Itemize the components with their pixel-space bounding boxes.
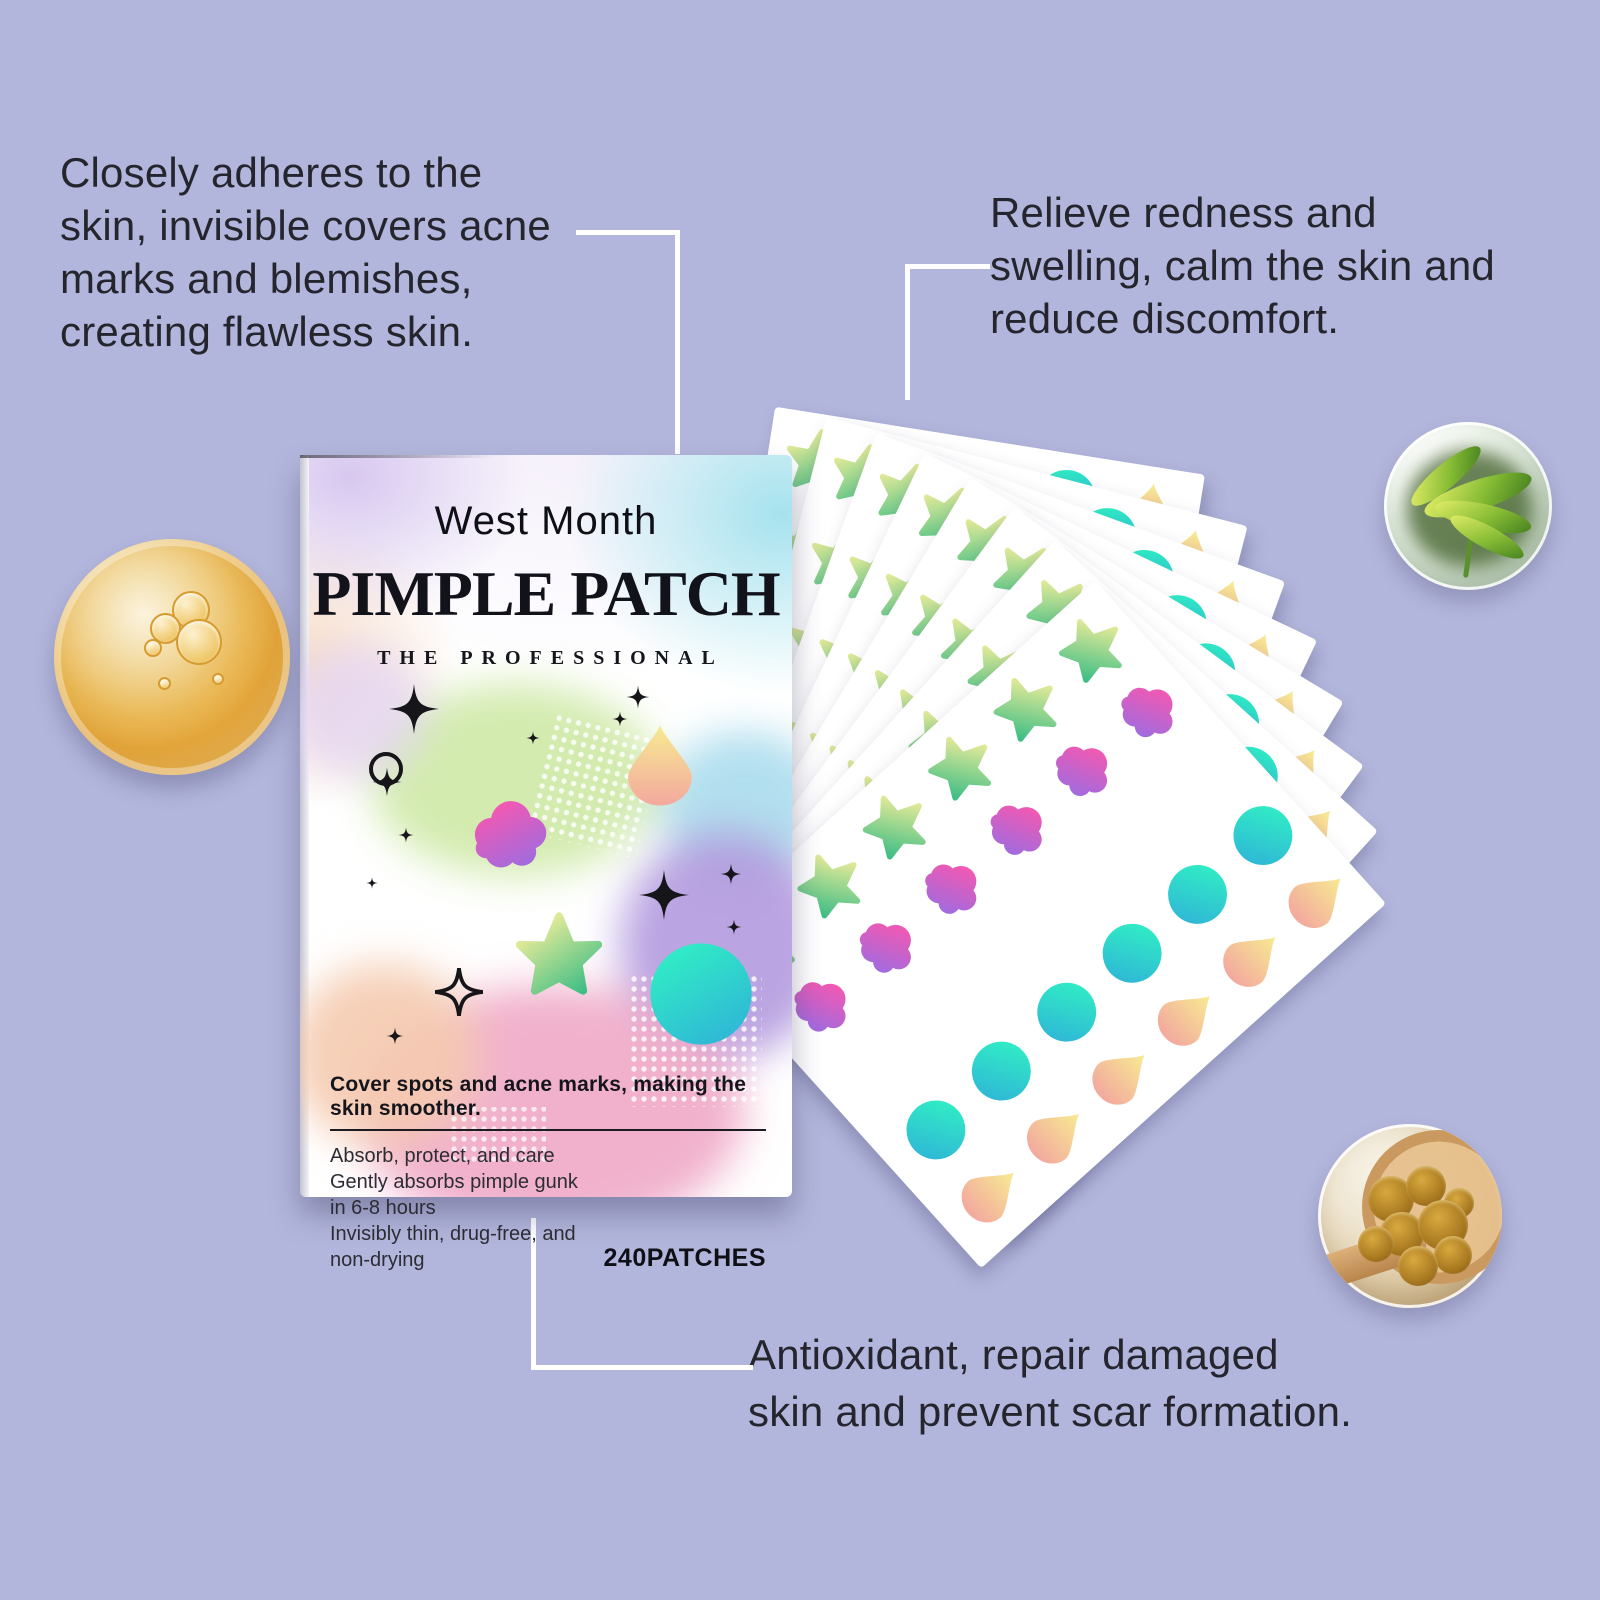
herb-slice [1358, 1226, 1394, 1262]
art-sparkles [366, 684, 742, 1045]
patch-count-label: 240PATCHES [603, 1244, 766, 1272]
benefit-note-soothing: Relieve redness and swelling, calm the s… [990, 186, 1495, 345]
benefit-note-repair: Antioxidant, repair damaged skin and pre… [748, 1326, 1352, 1440]
connector-line-adhesion-h [576, 230, 680, 235]
feature-line: Absorb, protect, and care [330, 1145, 555, 1167]
oil-bubble [212, 673, 224, 685]
product-title: PIMPLE PATCH [312, 558, 780, 629]
note-line: creating flawless skin. [60, 308, 474, 355]
herb-slice [1398, 1246, 1438, 1286]
note-line: swelling, calm the skin and [990, 242, 1495, 289]
connector-line-repair-v [531, 1218, 536, 1370]
dried-herb-photo [1318, 1124, 1502, 1308]
feature-line: Gently absorbs pimple gunk in 6-8 hours [330, 1171, 578, 1219]
benefit-note-adhesion: Closely adheres to the skin, invisible c… [60, 146, 551, 358]
product-box: West Month PIMPLE PATCH THE PROFESSIONAL… [300, 455, 792, 1272]
art-circle-shape [650, 943, 752, 1045]
note-line: reduce discomfort. [990, 295, 1340, 342]
note-line: Relieve redness and [990, 189, 1377, 236]
connector-line-repair-h [531, 1365, 753, 1370]
brand-name: West Month [434, 499, 658, 543]
herb-slice [1406, 1166, 1446, 1206]
note-line: skin, invisible covers acne [60, 202, 551, 249]
product-subtitle: THE PROFESSIONAL [377, 647, 724, 669]
box-tagline: Cover spots and acne marks, making the s… [330, 1073, 747, 1120]
box-footer: Cover spots and acne marks, making the s… [330, 1073, 766, 1273]
connector-line-soothing-h [905, 264, 990, 269]
note-line: Antioxidant, repair damaged [748, 1331, 1279, 1378]
note-line: Closely adheres to the [60, 149, 483, 196]
oil-bubble [158, 677, 171, 690]
green-tea-leaves-photo [1384, 422, 1552, 590]
connector-line-adhesion-v [675, 230, 680, 454]
art-star-shape [520, 916, 599, 991]
connector-line-soothing-v [905, 264, 910, 400]
note-line: skin and prevent scar formation. [748, 1388, 1353, 1435]
box-cover-art [300, 642, 792, 1197]
herb-slice [1434, 1236, 1472, 1274]
oil-bubble [144, 639, 162, 657]
note-line: marks and blemishes, [60, 255, 473, 302]
oil-droplet-photo [54, 539, 290, 775]
oil-bubble [150, 613, 181, 644]
box-features: Absorb, protect, and care Gently absorbs… [330, 1143, 598, 1273]
oil-bubble [176, 619, 222, 665]
box-rule [330, 1129, 766, 1131]
art-moon-shape [379, 873, 437, 957]
feature-line: Invisibly thin, drug-free, and non-dryin… [330, 1223, 576, 1271]
